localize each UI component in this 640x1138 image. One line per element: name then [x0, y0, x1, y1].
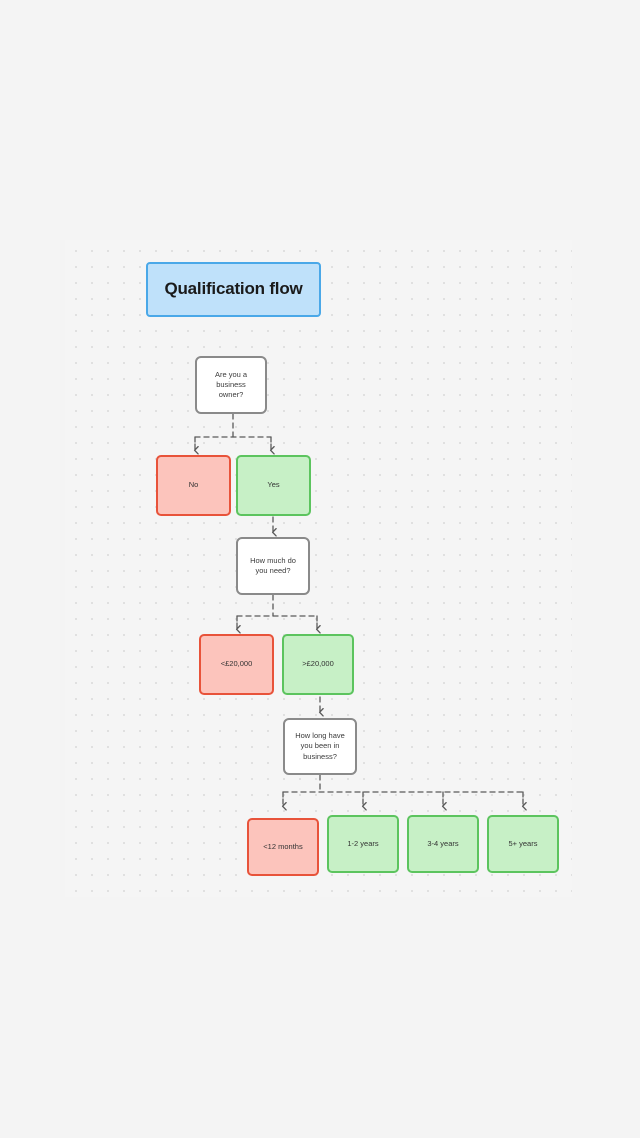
node-label: No	[188, 480, 199, 490]
node-label: <£20,000	[220, 659, 253, 669]
flow-canvas[interactable]	[65, 240, 572, 897]
node-label: <12 months	[263, 841, 303, 851]
node-question-business-owner[interactable]: Are you a business owner?	[195, 356, 267, 414]
node-label: How long have you been in business?	[295, 731, 345, 761]
node-question-time-in-business[interactable]: How long have you been in business?	[283, 718, 357, 775]
node-answer-no[interactable]: No	[156, 455, 231, 516]
node-answer-amount-high[interactable]: >£20,000	[282, 634, 354, 695]
flow-title-label: Qualification flow	[164, 279, 303, 299]
node-answer-yes[interactable]: Yes	[236, 455, 311, 516]
node-label: >£20,000	[302, 659, 334, 669]
node-answer-1-2-years[interactable]: 1-2 years	[327, 815, 399, 873]
node-label: 3-4 years	[427, 838, 459, 848]
node-label: Yes	[267, 480, 280, 490]
node-label: How much do you need?	[250, 555, 296, 575]
flow-title-node[interactable]: Qualification flow	[146, 262, 321, 317]
node-label: 1-2 years	[347, 838, 379, 848]
node-question-amount-needed[interactable]: How much do you need?	[236, 537, 310, 595]
node-answer-3-4-years[interactable]: 3-4 years	[407, 815, 479, 873]
node-answer-under-12-months[interactable]: <12 months	[247, 818, 319, 876]
node-answer-5-plus-years[interactable]: 5+ years	[487, 815, 559, 873]
node-label: Are you a business owner?	[214, 369, 248, 400]
node-label: 5+ years	[508, 838, 538, 848]
node-answer-amount-low[interactable]: <£20,000	[199, 634, 274, 695]
